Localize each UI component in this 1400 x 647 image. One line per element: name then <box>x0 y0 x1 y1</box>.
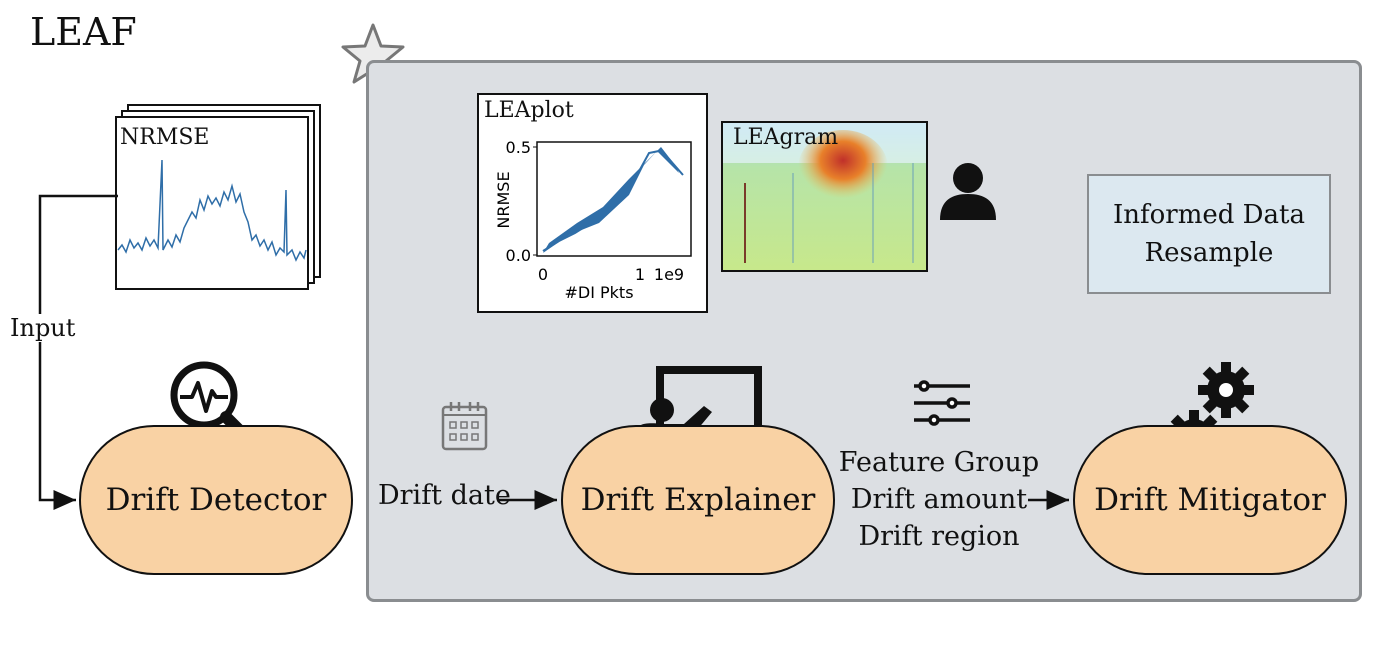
drift-date-label: Drift date <box>378 480 511 511</box>
nrmse-card <box>115 104 321 290</box>
leaplot-band <box>543 147 679 253</box>
explainer-output-label: Feature Group Drift amount Drift region <box>838 444 1040 555</box>
plot-frame <box>536 141 692 257</box>
person-icon <box>940 163 996 220</box>
nrmse-series <box>117 159 307 262</box>
calendar-icon <box>441 402 488 451</box>
drift-mitigator-node: Drift Mitigator <box>1073 425 1347 575</box>
drift-explainer-node: Drift Explainer <box>561 425 835 575</box>
sliders-icon <box>914 380 970 426</box>
resample-line1: Informed Data <box>1113 200 1305 230</box>
x-axis-label: #DI Pkts <box>564 283 633 302</box>
ytick-label: 0.5 <box>506 138 531 157</box>
xtick-label: 0 <box>538 265 548 284</box>
leagram-title: LEAgram <box>733 125 839 150</box>
leagram-card: LEAgram <box>721 121 928 272</box>
input-label: Input <box>10 314 76 342</box>
informed-data-resample-box: Informed Data Resample <box>1087 174 1331 294</box>
drift-region-text: Drift region <box>858 521 1020 552</box>
y-axis-label: NRMSE <box>494 171 513 228</box>
diagram-title: LEAF <box>30 10 137 54</box>
leaplot-series <box>542 149 684 252</box>
feature-group-text: Feature Group <box>838 447 1040 478</box>
leaplot-card: LEAplot 0.5 0.0 NRMSE 0 1 1e9 #DI Pkts <box>477 93 708 313</box>
resample-line2: Resample <box>1144 238 1274 268</box>
xtick-label: 1 <box>635 265 645 284</box>
leaplot-title: LEAplot <box>484 98 574 123</box>
drift-detector-node: Drift Detector <box>79 425 353 575</box>
x-offset-label: 1e9 <box>654 265 684 284</box>
nrmse-card-title: NRMSE <box>120 125 210 150</box>
drift-amount-text: Drift amount <box>850 484 1028 515</box>
ytick-label: 0.0 <box>506 246 531 265</box>
